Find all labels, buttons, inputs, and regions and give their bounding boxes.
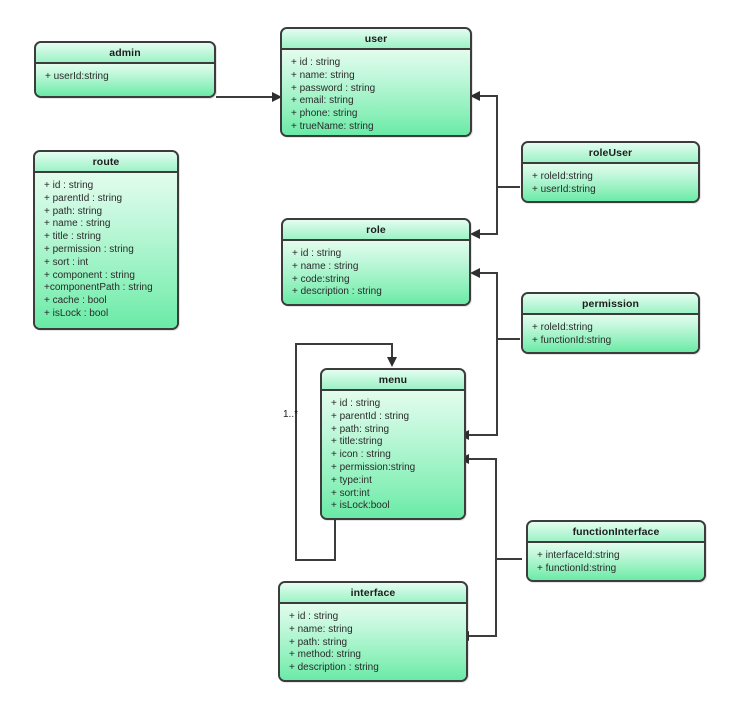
- attribute: + sort : int: [44, 256, 89, 268]
- attribute: + component : string: [44, 269, 135, 281]
- connector-permission-stub: [496, 338, 520, 340]
- attribute: + id : string: [44, 180, 94, 191]
- connector-menu-self-left: [295, 343, 297, 561]
- class-name-roleuser: roleUser: [523, 143, 698, 164]
- class-name-route: route: [35, 152, 177, 173]
- arrowhead-admin-user: [272, 92, 282, 102]
- class-box-user[interactable]: user + id : string + name: string + pass…: [280, 27, 472, 137]
- connector-functioninterface-interface-branch: [467, 635, 497, 637]
- attribute: + description : string: [292, 286, 382, 298]
- class-attributes-route: + id : string + parentId : string + path…: [35, 173, 177, 328]
- class-name-permission: permission: [523, 294, 698, 315]
- class-name-menu: menu: [322, 370, 464, 391]
- class-box-functioninterface[interactable]: functionInterface + interfaceId:string +…: [526, 520, 706, 582]
- class-name-functioninterface: functionInterface: [528, 522, 704, 543]
- attribute: + path: string: [44, 205, 103, 217]
- attribute: + email: string: [291, 95, 354, 107]
- attribute: + id : string: [291, 57, 341, 68]
- connector-menu-self-top: [295, 343, 392, 345]
- attribute: + icon : string: [331, 449, 391, 461]
- arrowhead-roleuser-role: [470, 229, 480, 239]
- connector-functioninterface-trunk: [495, 459, 497, 637]
- class-name-user: user: [282, 29, 470, 50]
- connector-menu-self-bottom: [295, 559, 336, 561]
- class-name-role: role: [283, 220, 469, 241]
- attribute: + phone: string: [291, 108, 358, 120]
- arrowhead-roleuser-user: [470, 91, 480, 101]
- attribute: + name: string: [291, 69, 355, 81]
- class-box-role[interactable]: role + id : string + name : string + cod…: [281, 218, 471, 306]
- class-attributes-functioninterface: + interfaceId:string + functionId:string: [528, 543, 704, 580]
- class-attributes-menu: + id : string + parentId : string + path…: [322, 391, 464, 518]
- class-attributes-user: + id : string + name: string + password …: [282, 50, 470, 135]
- attribute: + name : string: [292, 260, 359, 272]
- attribute: + id : string: [292, 248, 342, 259]
- attribute: + trueName: string: [291, 120, 374, 132]
- class-attributes-admin: + userId:string: [36, 64, 214, 96]
- attribute: + type:int: [331, 474, 372, 486]
- arrowhead-menu-self: [387, 357, 397, 367]
- attribute: + path: string: [289, 636, 348, 648]
- class-box-admin[interactable]: admin + userId:string: [34, 41, 216, 98]
- attribute: + parentId : string: [331, 410, 410, 422]
- class-box-roleuser[interactable]: roleUser + roleId:string + userId:string: [521, 141, 700, 203]
- attribute: + userId:string: [45, 71, 109, 82]
- connector-roleuser-user-branch: [478, 95, 498, 97]
- connector-menu-self-down: [334, 520, 336, 561]
- attribute: + code:string: [292, 273, 350, 285]
- attribute: + parentId : string: [44, 192, 123, 204]
- connector-functioninterface-menu-branch: [467, 458, 497, 460]
- class-name-admin: admin: [36, 43, 214, 64]
- connector-permission-role-branch: [478, 272, 498, 274]
- attribute: + method: string: [289, 649, 361, 661]
- attribute: + id : string: [289, 611, 339, 622]
- attribute: + sort:int: [331, 487, 370, 499]
- class-name-interface: interface: [280, 583, 466, 604]
- attribute: + roleId:string: [532, 171, 593, 182]
- class-box-menu[interactable]: menu + id : string + parentId : string +…: [320, 368, 466, 520]
- attribute: + password : string: [291, 82, 376, 94]
- connector-permission-menu-branch: [467, 434, 498, 436]
- attribute: + cache : bool: [44, 295, 107, 307]
- attribute: + functionId:string: [537, 562, 617, 574]
- multiplicity-menu-self: 1..*: [283, 409, 299, 420]
- attribute: + path: string: [331, 423, 390, 435]
- class-attributes-role: + id : string + name : string + code:str…: [283, 241, 469, 304]
- class-attributes-permission: + roleId:string + functionId:string: [523, 315, 698, 352]
- attribute: + roleId:string: [532, 322, 593, 333]
- connector-roleuser-trunk: [496, 96, 498, 235]
- connector-roleuser-stub: [496, 186, 520, 188]
- attribute: + isLock:bool: [331, 500, 390, 512]
- connector-permission-trunk: [496, 273, 498, 436]
- attribute: + title:string: [331, 436, 383, 448]
- attribute: + interfaceId:string: [537, 550, 620, 561]
- attribute: + name : string: [44, 218, 111, 230]
- connector-menu-self-into: [391, 343, 393, 359]
- attribute: +componentPath : string: [44, 282, 153, 294]
- connector-roleuser-role-branch: [478, 233, 498, 235]
- attribute: + permission : string: [44, 243, 134, 255]
- attribute: + permission:string: [331, 461, 416, 473]
- class-box-route[interactable]: route + id : string + parentId : string …: [33, 150, 179, 330]
- attribute: + functionId:string: [532, 334, 612, 346]
- attribute: + name: string: [289, 623, 353, 635]
- class-attributes-interface: + id : string + name: string + path: str…: [280, 604, 466, 680]
- class-attributes-roleuser: + roleId:string + userId:string: [523, 164, 698, 201]
- arrowhead-permission-role: [470, 268, 480, 278]
- attribute: + description : string: [289, 662, 379, 674]
- attribute: + id : string: [331, 398, 381, 409]
- class-box-interface[interactable]: interface + id : string + name: string +…: [278, 581, 468, 682]
- connector-functioninterface-stub: [495, 558, 522, 560]
- class-box-permission[interactable]: permission + roleId:string + functionId:…: [521, 292, 700, 354]
- attribute: + userId:string: [532, 183, 596, 195]
- attribute: + isLock : bool: [44, 307, 109, 319]
- connector-admin-user: [216, 96, 278, 98]
- attribute: + title : string: [44, 231, 101, 243]
